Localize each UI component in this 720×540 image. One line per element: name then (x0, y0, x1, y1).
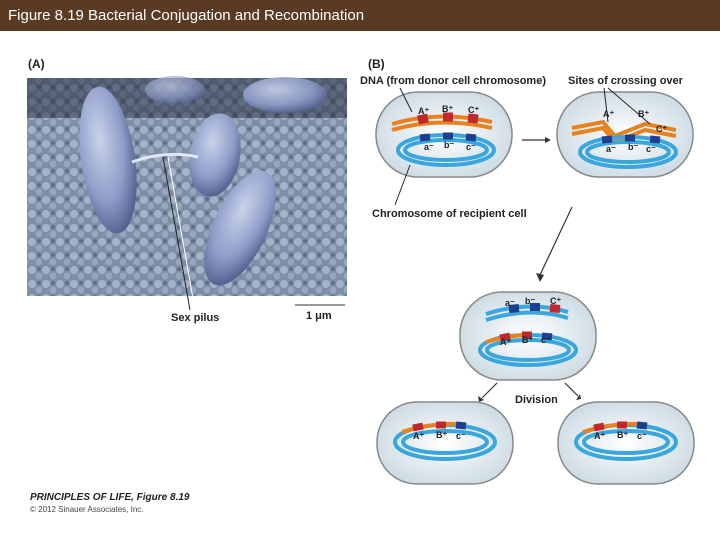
gene-B-plus: B⁺ (436, 430, 447, 440)
gene-b-minus: b⁻ (525, 296, 535, 306)
gene-A-plus: A⁺ (594, 431, 605, 441)
gene-c-minus: c⁻ (541, 335, 551, 345)
gene-B-plus: B⁺ (617, 430, 628, 440)
sex-pilus (131, 152, 199, 164)
gene-c-minus: c⁻ (466, 142, 476, 152)
gene-A-plus: A⁺ (603, 109, 614, 119)
gene-B-plus: B⁺ (638, 109, 649, 119)
cell-daughter-right: A⁺ B⁺ c⁻ (557, 401, 695, 485)
gene-B-plus: B⁺ (442, 104, 453, 114)
gene-c-minus: c⁻ (456, 431, 466, 441)
cell-recombined: a⁻ b⁻ C⁺ A⁺ B⁺ c⁻ (459, 291, 597, 381)
division-label: Division (515, 394, 558, 406)
gene-a-minus: a⁻ (606, 144, 616, 154)
gene-c-minus: c⁻ (637, 431, 647, 441)
scale-label: 1 μm (306, 310, 332, 322)
dna-donor-label: DNA (from donor cell chromosome) (360, 75, 546, 87)
gene-C-plus: C⁺ (550, 296, 561, 306)
sex-pilus-label: Sex pilus (171, 312, 220, 324)
bacterium-middle (189, 113, 241, 197)
bacterium-recipient (204, 170, 276, 286)
gene-A-plus: A⁺ (418, 106, 429, 116)
footer-book: PRINCIPLES OF LIFE, Figure 8.19 (30, 492, 190, 503)
arrow-down (539, 206, 573, 276)
gene-a-minus: a⁻ (505, 298, 515, 308)
cell-crossing-over: A⁺ B⁺ C⁺ a⁻ b⁻ c⁻ (556, 91, 694, 178)
gene-B-plus: B⁺ (522, 335, 533, 345)
cell-donor-entry: A⁺ B⁺ C⁺ a⁻ b⁻ c⁻ (375, 91, 513, 178)
micrograph (27, 76, 347, 296)
footer-copyright: © 2012 Sinauer Associates, Inc. (30, 505, 144, 514)
bacterium-donor (79, 86, 137, 234)
panel-a-label: (A) (28, 57, 45, 71)
title-bar: Figure 8.19 Bacterial Conjugation and Re… (0, 0, 720, 31)
crossing-over-label: Sites of crossing over (568, 75, 683, 87)
gene-b-minus: b⁻ (628, 142, 638, 152)
gene-c-minus: c⁻ (646, 144, 656, 154)
recipient-chromosome-label: Chromosome of recipient cell (372, 208, 527, 220)
gene-a-minus: a⁻ (424, 142, 434, 152)
arrow-division-left (481, 382, 498, 399)
gene-A-plus: A⁺ (413, 431, 424, 441)
gene-C-plus: C⁺ (656, 124, 667, 134)
gene-A-plus: A⁺ (500, 337, 511, 347)
cell-daughter-left: A⁺ B⁺ c⁻ (376, 401, 514, 485)
gene-C-plus: C⁺ (468, 105, 479, 115)
arrow-division-right (564, 382, 579, 397)
panel-b-label: (B) (368, 57, 385, 71)
gene-b-minus: b⁻ (444, 140, 454, 150)
figure-title: Figure 8.19 Bacterial Conjugation and Re… (8, 7, 365, 24)
